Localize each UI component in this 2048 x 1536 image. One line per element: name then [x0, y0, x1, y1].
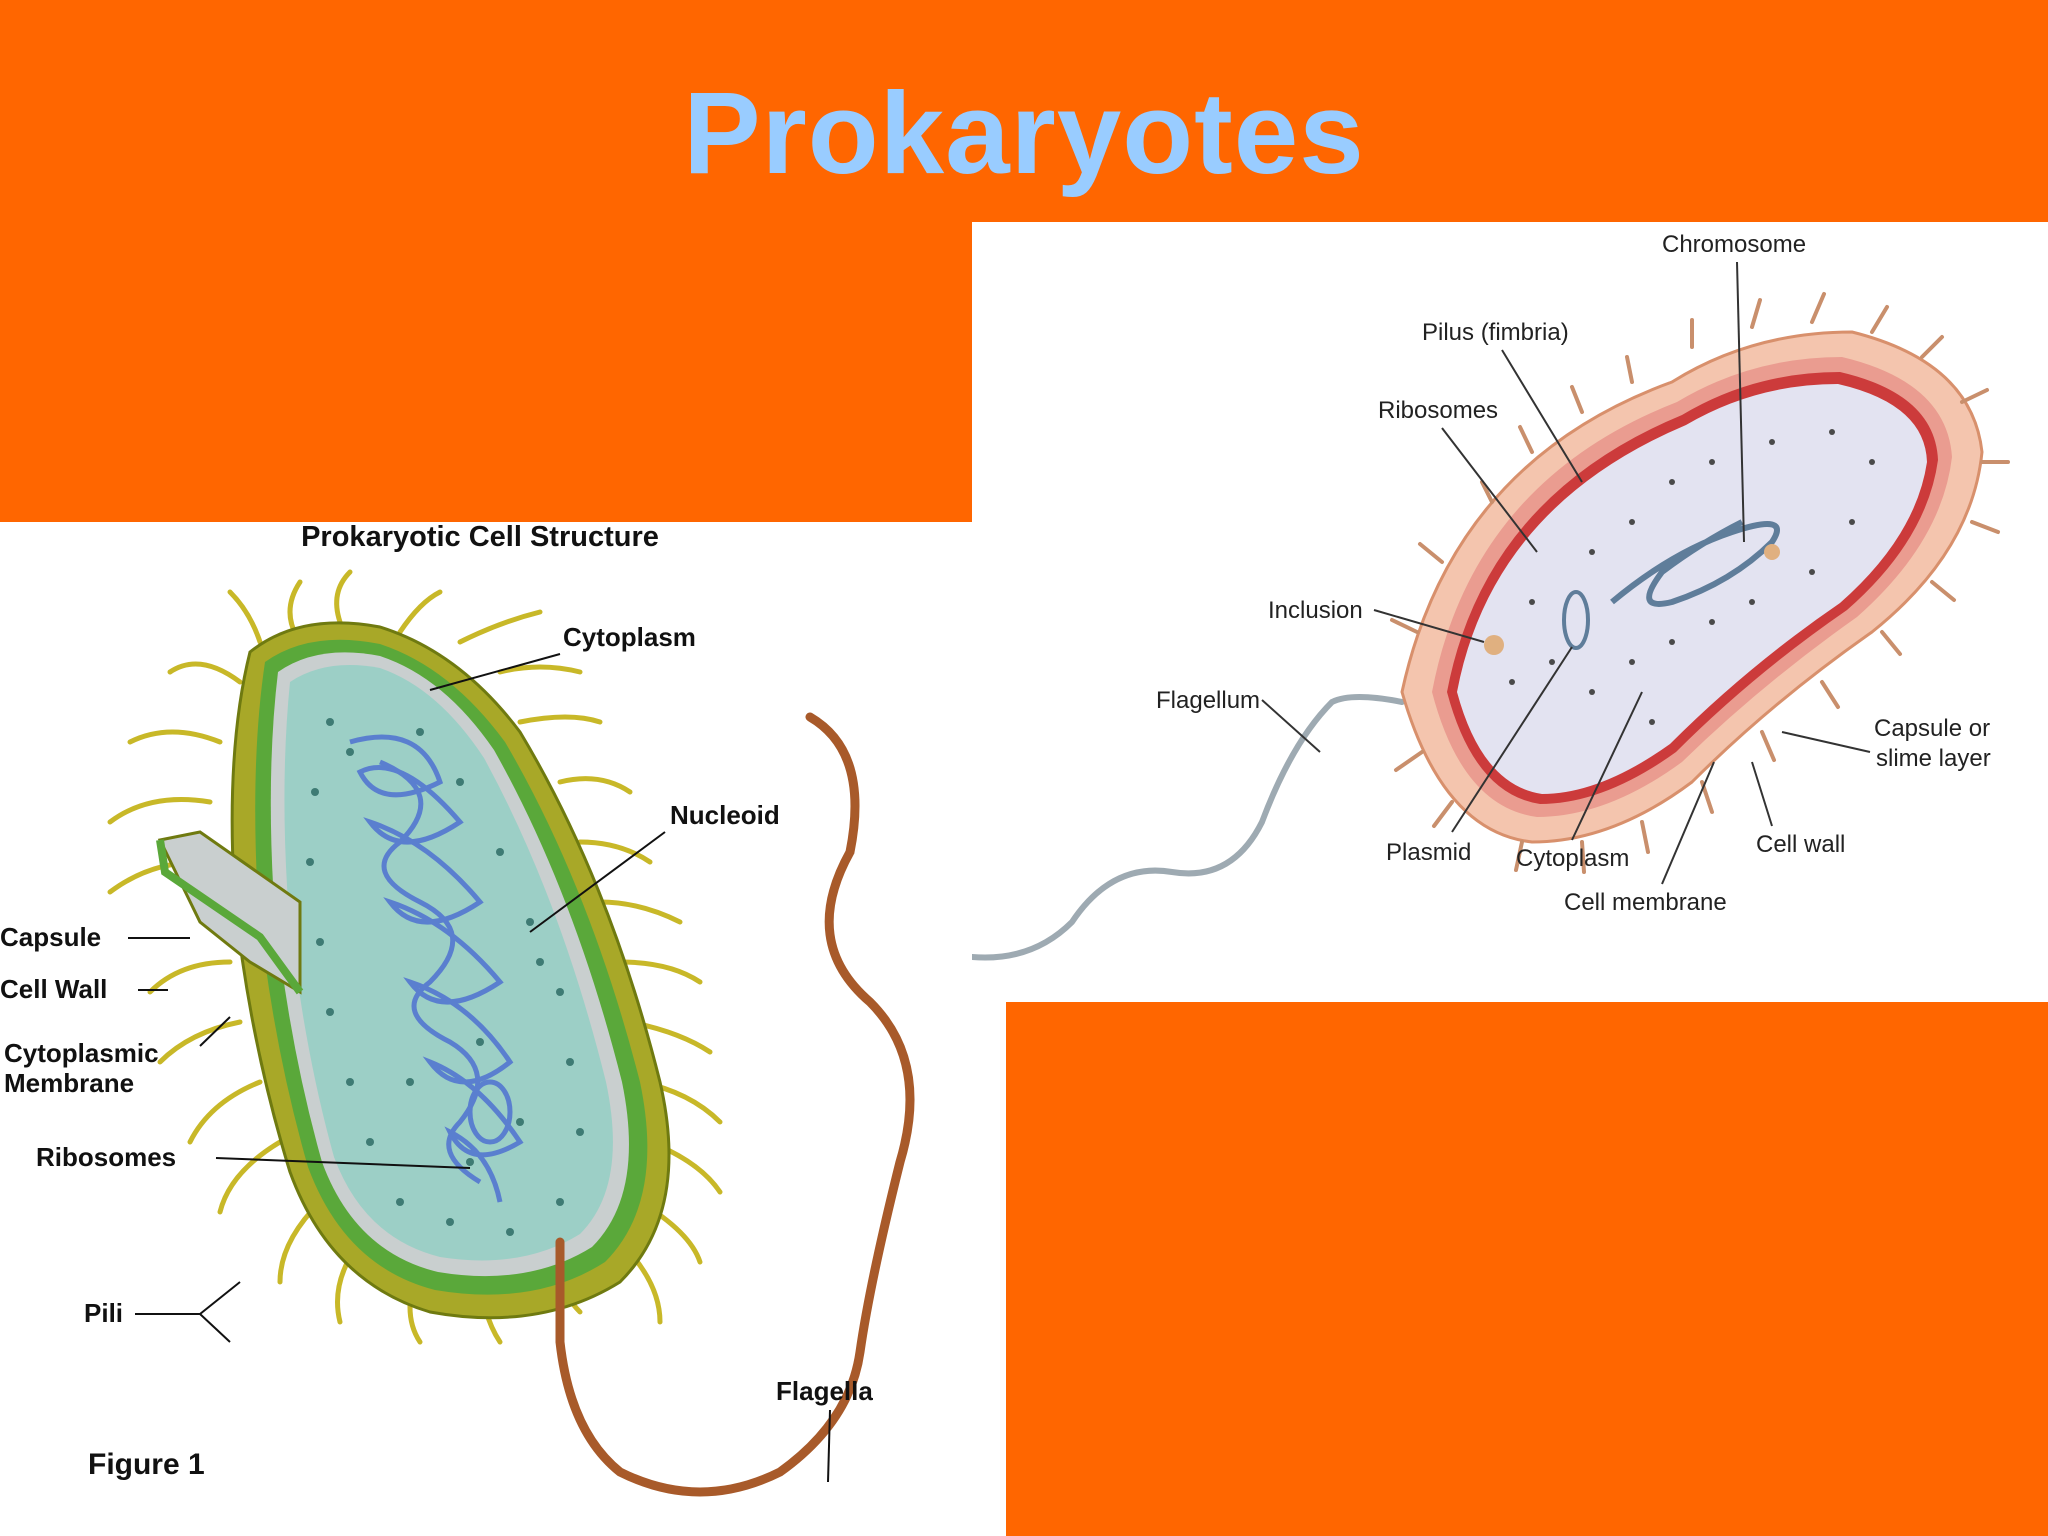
flagellum [555, 712, 915, 1497]
label-cell-wall: Cell Wall [0, 974, 107, 1004]
label-cell-wall-right: Cell wall [1756, 831, 1845, 858]
label-cytoplasm: Cytoplasm [563, 622, 696, 652]
nucleoid-dna [349, 734, 524, 1203]
label-flagella: Flagella [776, 1376, 873, 1406]
cytoplasm-region [284, 665, 613, 1261]
leader-ribosomes-right [1441, 427, 1538, 553]
cytoplasm-right [1457, 384, 1927, 794]
label-inclusion: Inclusion [1268, 597, 1363, 624]
left-figure-heading: Prokaryotic Cell Structure [301, 522, 659, 553]
label-cytoplasmic-membrane-line2: Membrane [4, 1068, 134, 1098]
label-capsule: Capsule [0, 922, 101, 952]
inclusion-granule [1764, 544, 1780, 560]
leader-flagellum [1261, 699, 1321, 753]
right-cell-illustration: Chromosome Pilus (fimbria) Ribosomes Inc… [972, 231, 2010, 961]
chromosome-right [1610, 519, 1780, 607]
label-plasmid: Plasmid [1386, 839, 1471, 866]
label-pilus: Pilus (fimbria) [1422, 319, 1569, 346]
label-capsule-slime-line1: Capsule or [1874, 715, 1990, 742]
cell-wall-edge [156, 839, 304, 995]
leader-ribosomes [215, 1157, 471, 1169]
label-ribosomes: Ribosomes [36, 1142, 176, 1172]
pili-spikes-right [1390, 292, 2010, 874]
label-cytoplasmic-membrane-line1: Cytoplasmic [4, 1038, 159, 1068]
flagellum-right [972, 694, 1405, 961]
inclusion-right [1484, 635, 1504, 655]
leader-flagella [827, 1409, 831, 1483]
slide-title: Prokaryotes [683, 68, 1365, 198]
leader-cytoplasm-right [1571, 691, 1643, 841]
figure-caption: Figure 1 [88, 1448, 205, 1481]
leader-pilus [1501, 349, 1583, 483]
label-cell-membrane: Cell membrane [1564, 889, 1727, 916]
label-capsule-slime-line2: slime layer [1876, 745, 1991, 772]
label-chromosome: Chromosome [1662, 231, 1806, 258]
leader-nucleoid [529, 831, 666, 933]
prokaryotic-cell-figure-left: Prokaryotic Cell Structure [0, 522, 1006, 1536]
label-nucleoid: Nucleoid [670, 800, 780, 830]
leader-pili [135, 1281, 241, 1343]
ribosome-dots-right [1509, 429, 1875, 725]
plasmid-right [1562, 590, 1590, 650]
label-pili: Pili [84, 1298, 123, 1328]
leader-capsule-slime [1781, 731, 1871, 753]
ribosome-dots [306, 718, 584, 1236]
label-ribosomes-right: Ribosomes [1378, 397, 1498, 424]
leader-cytoplasmic-membrane [199, 1016, 231, 1047]
label-cytoplasm-right: Cytoplasm [1516, 845, 1629, 872]
leader-chromosome [1736, 261, 1745, 543]
leader-cytoplasm [429, 653, 561, 691]
leader-cell-membrane [1661, 761, 1715, 885]
leader-cell-wall-right [1751, 761, 1773, 827]
label-flagellum: Flagellum [1156, 687, 1260, 714]
leader-inclusion [1373, 609, 1485, 643]
left-cell-illustration: Prokaryotic Cell Structure [0, 522, 915, 1497]
prokaryotic-cell-figure-right: Chromosome Pilus (fimbria) Ribosomes Inc… [972, 222, 2048, 1002]
leader-plasmid [1451, 646, 1573, 833]
